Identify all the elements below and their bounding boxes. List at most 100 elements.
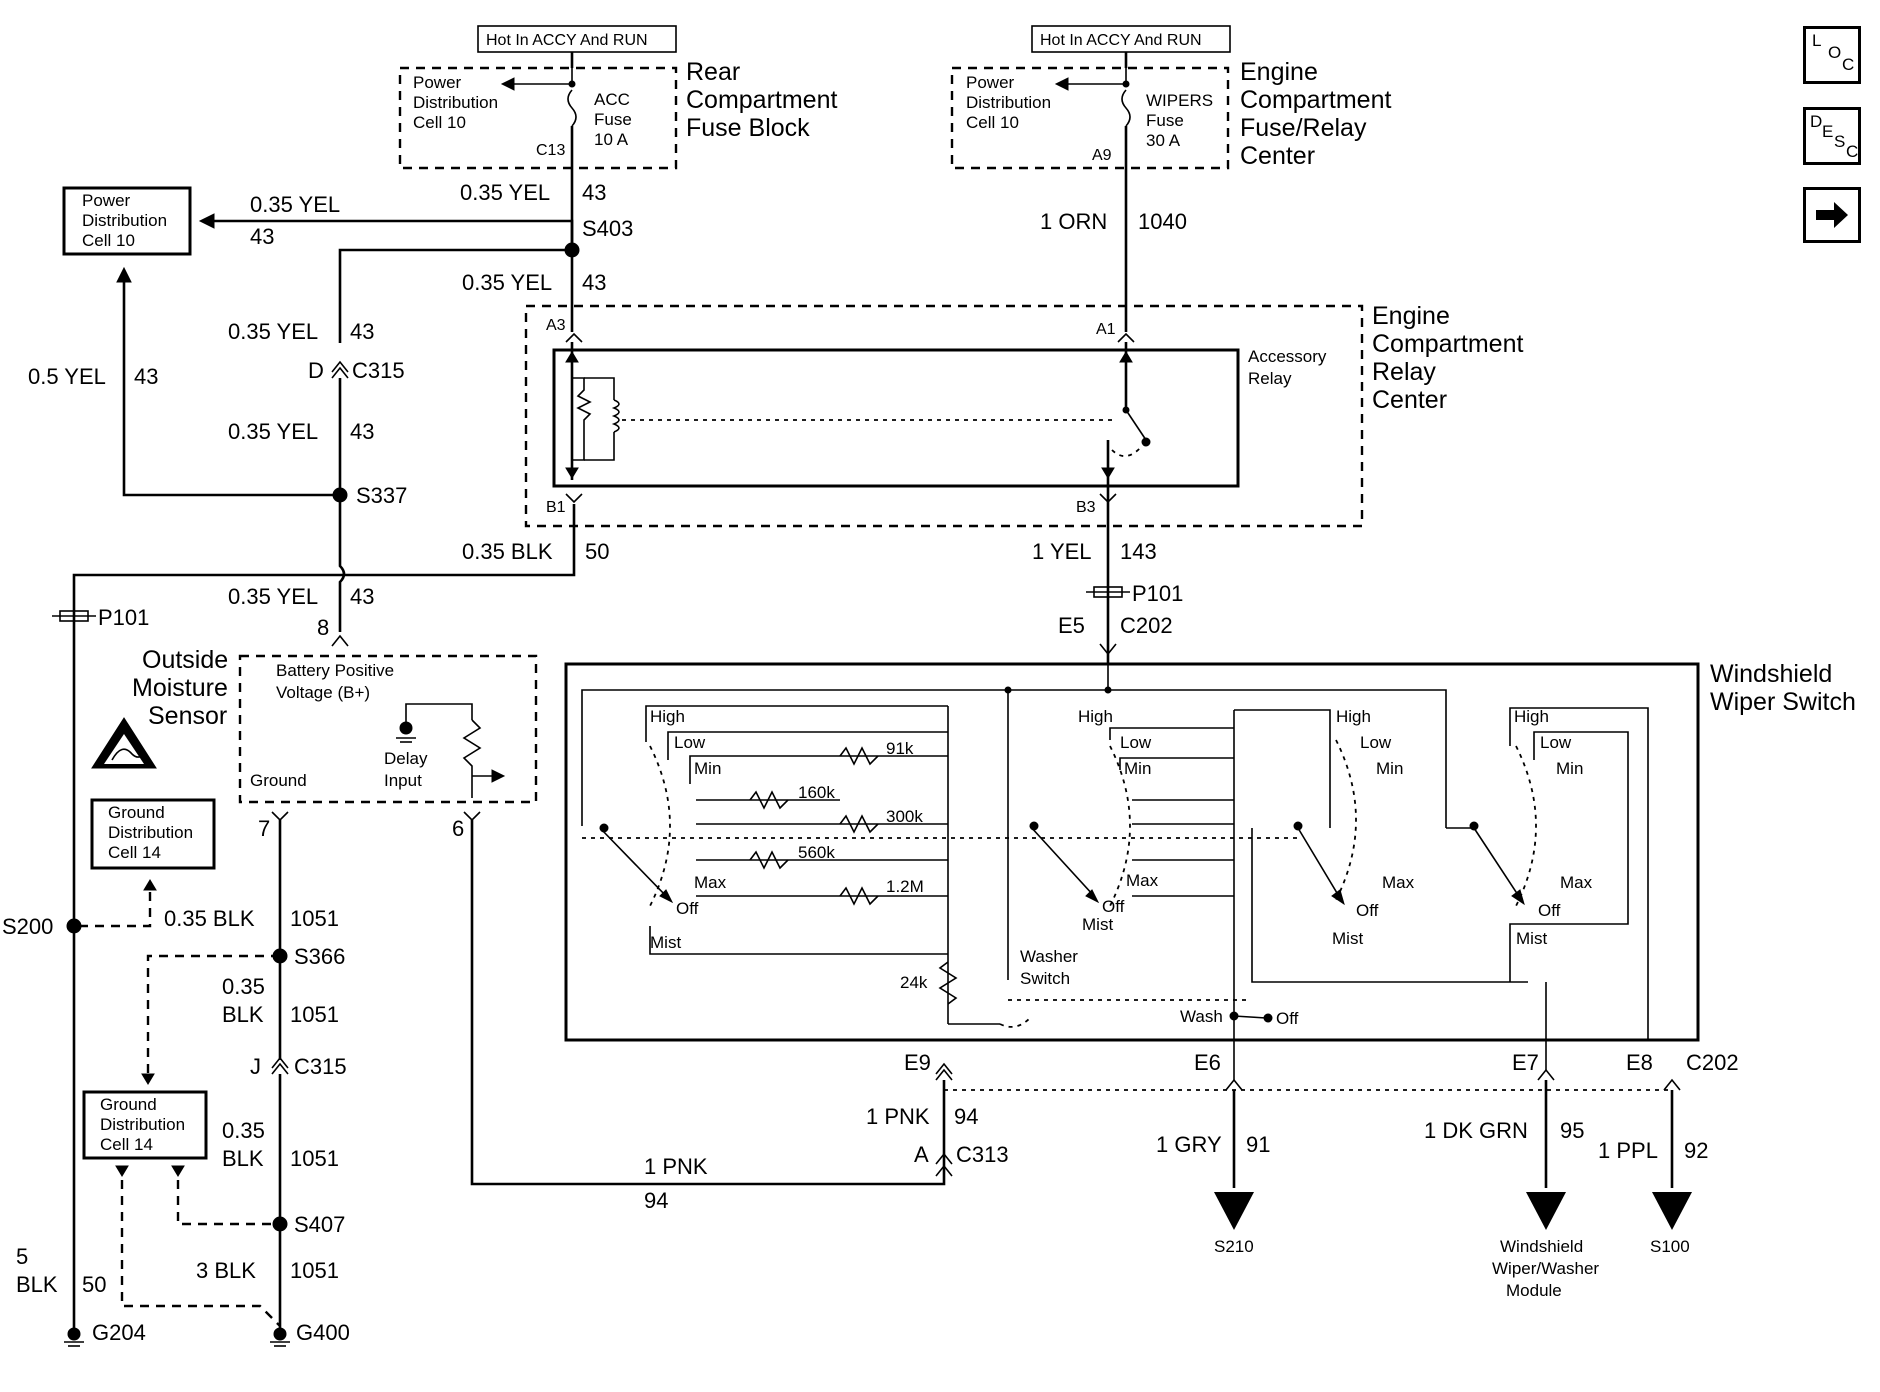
sensor-delay-line1: Delay [384, 749, 428, 768]
splice-s200 [66, 918, 82, 934]
offpage-connector-b[interactable]: B [1526, 1192, 1566, 1230]
resistor-91k [839, 746, 879, 766]
acc-fuse-label-2: Fuse [594, 110, 632, 129]
wire-yel43-relay-gauge: 0.35 YEL [462, 270, 552, 295]
connector-e5-symbol [1099, 643, 1117, 656]
s1-mist: Mist [650, 933, 681, 952]
offpage-connector-c[interactable]: C [1652, 1192, 1692, 1230]
offpage-connector-a[interactable]: A [1214, 1192, 1254, 1230]
wipers-fuse-label-2: Fuse [1146, 111, 1184, 130]
desc-s: S [1834, 132, 1846, 151]
connector-e8-label: E8 [1626, 1050, 1653, 1075]
description-button[interactable]: D E S C [1803, 107, 1861, 165]
moisture-sensor-title-1: Outside [142, 646, 228, 674]
wire-yel43-pd-gauge: 0.35 YEL [250, 192, 340, 217]
s4-off: Off [1538, 901, 1561, 920]
wire-dkgrn95-gauge: 1 DK GRN [1424, 1118, 1528, 1143]
wire-yel43-sensor-circuit: 43 [350, 584, 374, 609]
connector-c13: C13 [536, 142, 565, 159]
desc-c: C [1846, 142, 1859, 161]
s2-high: High [1078, 707, 1113, 726]
wire-blk5-gauge-1: 5 [16, 1244, 28, 1269]
s2-max: Max [1126, 871, 1159, 890]
connector-c315-bot-symbol [271, 1056, 289, 1075]
wire-blk1051-c-circuit: 1051 [290, 1146, 339, 1171]
s3-off: Off [1356, 901, 1379, 920]
ground-cell-bot-line3: Cell 14 [100, 1135, 153, 1154]
wire-ppl92-circuit: 92 [1684, 1138, 1708, 1163]
s3-min: Min [1376, 759, 1403, 778]
s1-min: Min [694, 759, 721, 778]
connector-c315-top-symbol [331, 360, 349, 379]
splice-s366-label: S366 [294, 944, 345, 969]
relay-center-outline [524, 304, 1364, 528]
offpage-b-dest-1: Windshield [1500, 1237, 1583, 1256]
ground-dist-cell-14-bottom [82, 1090, 208, 1160]
wipers-fuse-label-1: WIPERS [1146, 91, 1213, 110]
next-page-button[interactable] [1803, 187, 1861, 243]
sensor-pin8-connector [331, 634, 349, 647]
s1-max: Max [694, 873, 727, 892]
location-button[interactable]: L O C [1803, 26, 1861, 84]
rear-pd-cell-line3: Cell 10 [413, 113, 466, 132]
relay-coil [611, 399, 620, 433]
s2-mist: Mist [1082, 915, 1113, 934]
acc-fuse-label-3: 10 A [594, 130, 629, 149]
s2-min: Min [1124, 759, 1151, 778]
s4-low: Low [1540, 733, 1572, 752]
pin-b3-connector [1099, 493, 1117, 504]
connector-c202-bottom-label: C202 [1686, 1050, 1739, 1075]
pd-cell-10-box [62, 186, 192, 256]
pd-cell-left-line2: Distribution [82, 211, 167, 230]
ground-cell-top-line3: Cell 14 [108, 843, 161, 862]
sensor-bplus-line2: Voltage (B+) [276, 683, 370, 702]
wire-yel143-circuit: 143 [1120, 539, 1157, 564]
ground-g204-icon [64, 1327, 84, 1347]
rear-fuse-block-title-1: Rear [686, 58, 740, 86]
wire-yel43-c315-top-circuit: 43 [350, 319, 374, 344]
wire-yel05-gauge: 0.5 YEL [28, 364, 106, 389]
hot-label-rear: Hot In ACCY And RUN [486, 32, 648, 49]
sensor-pin6-label: 6 [452, 816, 464, 841]
connector-c313-symbol [935, 1152, 953, 1177]
connector-e8 [1663, 1078, 1681, 1091]
resistor-160k-label: 160k [798, 783, 835, 802]
connector-e6-label: E6 [1194, 1050, 1221, 1075]
ground-g204-label: G204 [92, 1320, 146, 1345]
wire-yel43-sensor-gauge: 0.35 YEL [228, 584, 318, 609]
offpage-c-letter: C [1667, 1196, 1679, 1215]
accessory-relay-label-2: Relay [1248, 369, 1292, 388]
accessory-relay-box [552, 348, 1240, 488]
s4-min: Min [1556, 759, 1583, 778]
pin-b1-connector [565, 493, 583, 504]
wire-pnk94-a-gauge: 1 PNK [866, 1104, 930, 1129]
acc-fuse-symbol [567, 89, 577, 127]
relay-center-title-2: Compartment [1372, 330, 1523, 358]
pd-cell-left-line1: Power [82, 191, 131, 210]
relay-center-title-1: Engine [1372, 302, 1450, 330]
pin-a3-label: A3 [546, 317, 566, 334]
moisture-sensor-title-2: Moisture [132, 674, 228, 702]
wire-blk1051-b-gauge-2: BLK [222, 1002, 264, 1027]
p101-left-label: P101 [98, 605, 149, 630]
moisture-sensor-title-3: Sensor [148, 702, 227, 730]
splice-s403-label: S403 [582, 216, 633, 241]
washer-switch-line1: Washer [1020, 947, 1078, 966]
rear-pd-cell-line2: Distribution [413, 93, 498, 112]
sensor-ground-label: Ground [250, 771, 307, 790]
wire-blk1051-b-gauge-1: 0.35 [222, 974, 265, 999]
wire-yel143-gauge: 1 YEL [1032, 539, 1092, 564]
wire-dkgrn95-circuit: 95 [1560, 1118, 1584, 1143]
wire-orn1040-circuit: 1040 [1138, 209, 1187, 234]
pin-b3-label: B3 [1076, 499, 1096, 516]
e5-c202-label: C202 [1120, 613, 1173, 638]
hot-label-box-rear [477, 25, 677, 53]
engine-pd-cell-line1: Power [966, 73, 1015, 92]
connector-p101-right [1086, 586, 1130, 598]
s4-max: Max [1560, 873, 1593, 892]
wire-blk50-circuit: 50 [585, 539, 609, 564]
wire-gry91-circuit: 91 [1246, 1132, 1270, 1157]
offpage-c-dest: S100 [1650, 1237, 1690, 1256]
c313-name: C313 [956, 1142, 1009, 1167]
wire-yel43-relay-circuit: 43 [582, 270, 606, 295]
